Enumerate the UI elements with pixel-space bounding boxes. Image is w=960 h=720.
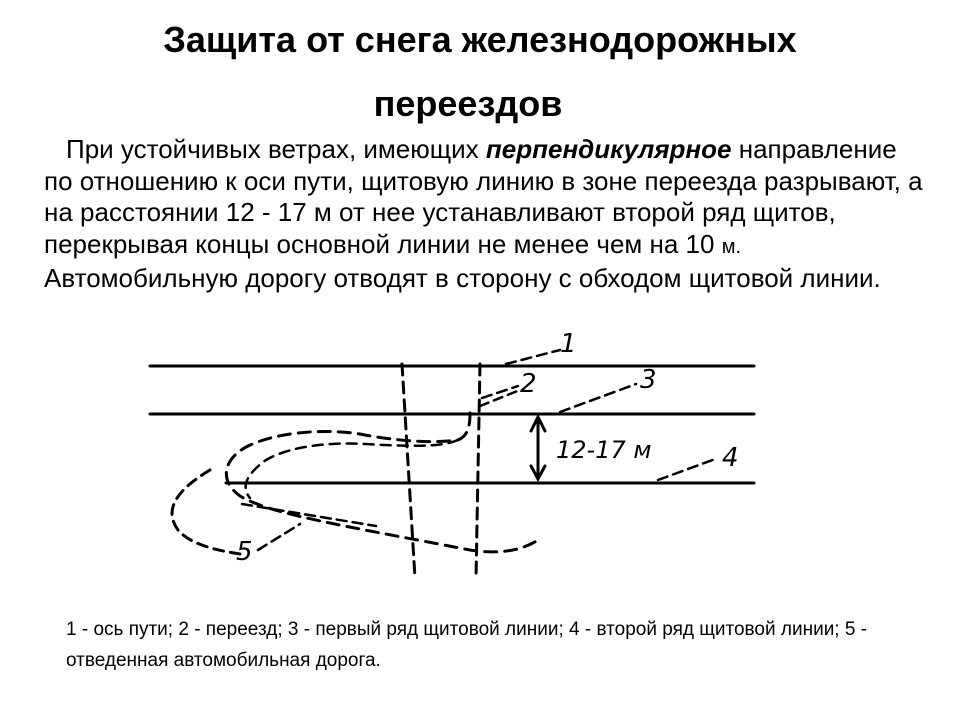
- crossing-diagram: 1 2 3 4 5 12-17 м: [148, 329, 756, 580]
- label-5: 5: [236, 537, 253, 567]
- diverted-road-closing-dash: [240, 502, 378, 528]
- diverted-road-upper-curve: [224, 411, 540, 554]
- crossing-left-edge: [400, 362, 417, 580]
- paragraph-unit: м.: [721, 235, 742, 258]
- slide-title: Защита от снега железнодорожных переездо…: [0, 8, 960, 136]
- leader-line-3: [558, 382, 638, 414]
- leader-line-2: [480, 384, 520, 400]
- diverted-road-outer-curve: [170, 468, 242, 556]
- leader-line-5: [256, 522, 302, 552]
- label-3: 3: [640, 365, 657, 395]
- label-2: 2: [520, 369, 537, 399]
- label-1: 1: [560, 329, 577, 359]
- figure-caption: 1 - ось пути; 2 - переезд; 3 - первый ря…: [66, 619, 868, 671]
- label-4: 4: [722, 443, 739, 473]
- crossing-right-stub: [478, 388, 522, 408]
- crossing-right-edge: [474, 362, 482, 580]
- title-line-1: Защита от снега железнодорожных: [163, 19, 797, 60]
- dimension-arrow-top-head: [529, 413, 547, 433]
- title-line-2: переездов: [373, 83, 563, 124]
- leader-line-1: [504, 348, 562, 366]
- paragraph-part-1: При устойчивых ветрах, имеющих: [66, 134, 486, 164]
- description-paragraph: При устойчивых ветрах, имеющих перпендик…: [44, 134, 924, 295]
- diverted-road-lower-curve: [244, 438, 460, 500]
- paragraph-emphasis: перпендикулярное: [485, 134, 732, 164]
- dimension-arrow-bottom-head: [529, 464, 547, 483]
- paragraph-part-2: направление по отношению к оси пути, щит…: [44, 134, 923, 259]
- paragraph-part-3: Автомобильную дорогу отводят в сторону с…: [44, 263, 881, 293]
- distance-label: 12-17 м: [556, 436, 651, 464]
- leader-line-4: [656, 456, 720, 482]
